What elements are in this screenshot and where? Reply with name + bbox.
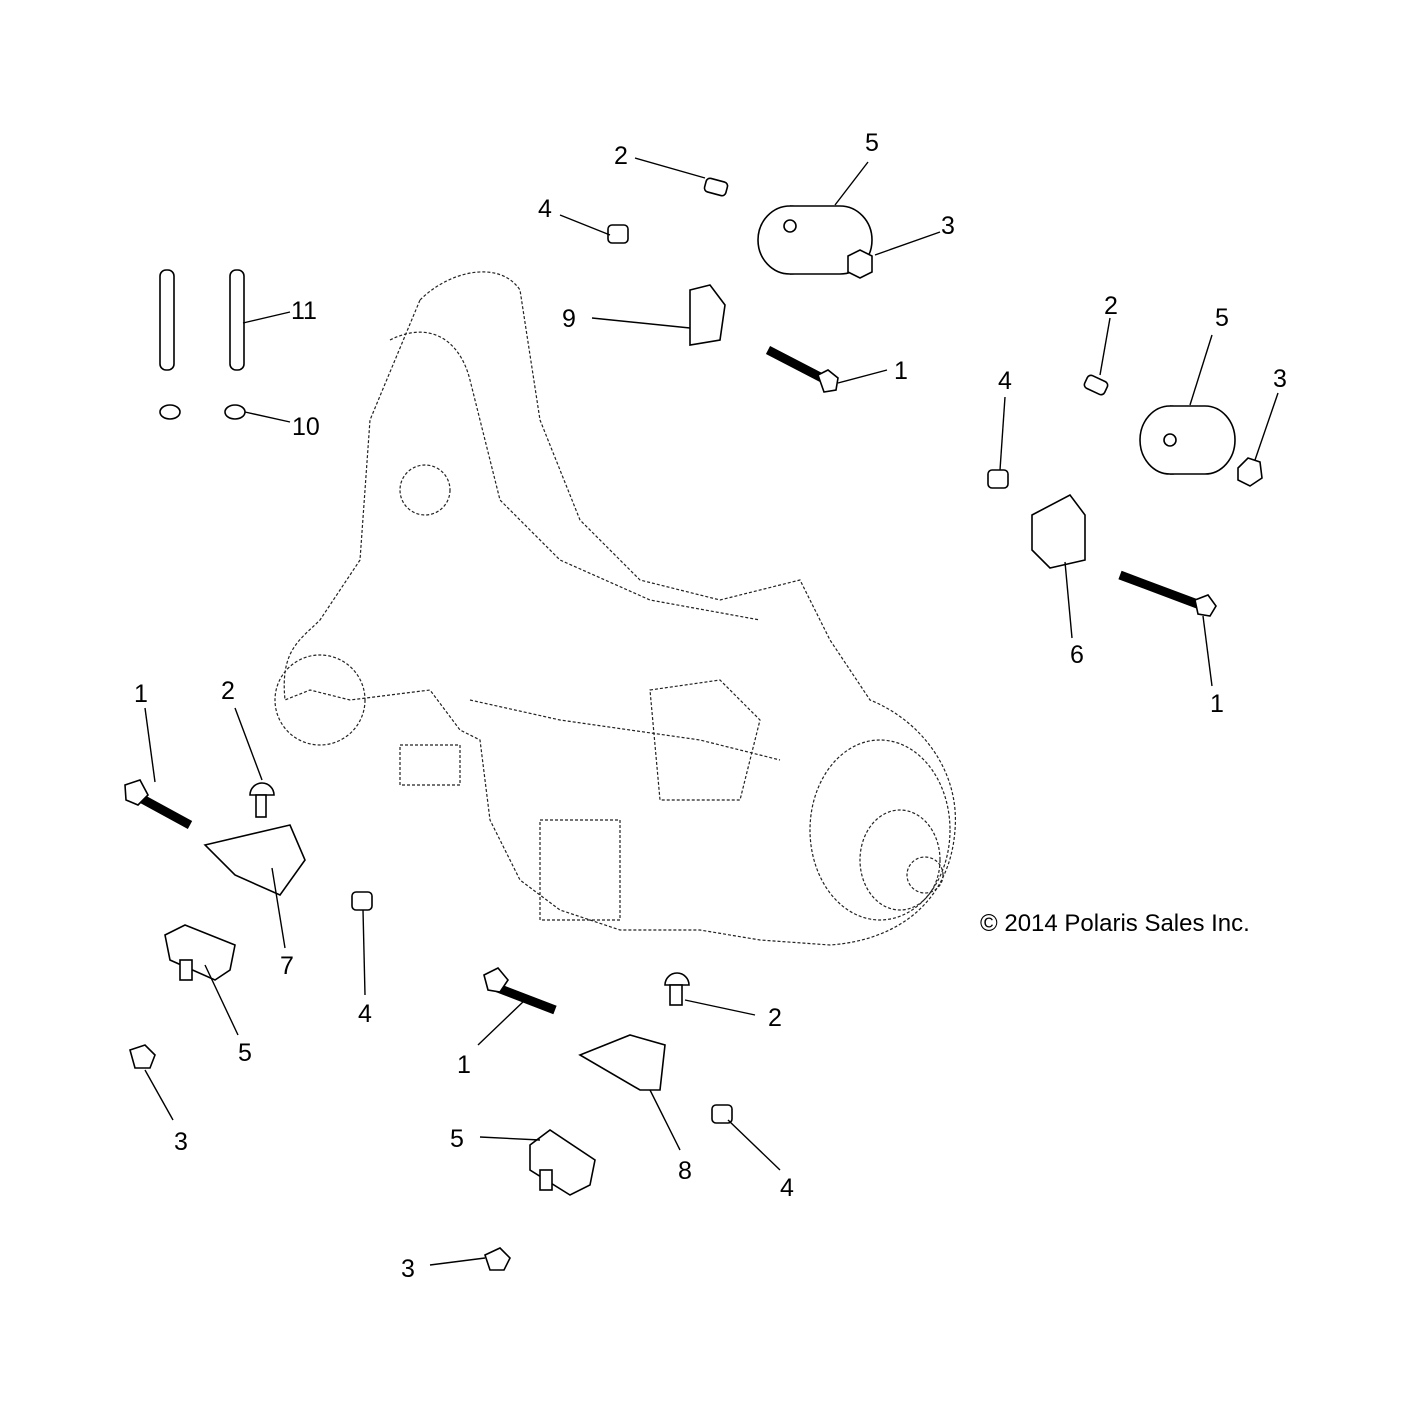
callout-label: 1 bbox=[457, 1051, 471, 1079]
copyright-text: © 2014 Polaris Sales Inc. bbox=[980, 910, 1250, 937]
callout-label: 8 bbox=[678, 1157, 692, 1185]
callout-label: 10 bbox=[292, 413, 320, 441]
callout-label: 11 bbox=[291, 297, 317, 325]
callout-label: 4 bbox=[358, 1000, 372, 1028]
part-1-top bbox=[817, 369, 839, 393]
callout-label: 7 bbox=[280, 952, 294, 980]
callout-label: 4 bbox=[998, 367, 1012, 395]
part-10-clip-a bbox=[159, 404, 181, 420]
callout-label: 5 bbox=[238, 1039, 252, 1067]
part-11-pin-a bbox=[159, 269, 175, 371]
callout-label: 6 bbox=[1070, 641, 1084, 669]
callout-label: 5 bbox=[1215, 304, 1229, 332]
part-4-top bbox=[607, 224, 629, 244]
callout-label: 3 bbox=[941, 212, 955, 240]
part-3-top bbox=[847, 249, 873, 279]
callout-label: 3 bbox=[401, 1255, 415, 1283]
part-9-bracket bbox=[689, 284, 726, 346]
part-5-lower-left bbox=[164, 924, 236, 981]
part-10-clip-b bbox=[224, 404, 246, 420]
callout-label: 4 bbox=[780, 1174, 794, 1202]
part-shapes bbox=[124, 177, 1263, 1271]
callout-label: 3 bbox=[1273, 365, 1287, 393]
callout-label: 2 bbox=[1104, 292, 1118, 320]
callout-label: 2 bbox=[614, 142, 628, 170]
callout-label: 1 bbox=[1210, 690, 1224, 718]
callout-label: 3 bbox=[174, 1128, 188, 1156]
callout-label: 5 bbox=[450, 1125, 464, 1153]
part-8-bracket bbox=[578, 1034, 666, 1091]
callout-label: 2 bbox=[768, 1004, 782, 1032]
callout-label: 1 bbox=[134, 680, 148, 708]
part-6-bracket bbox=[1031, 493, 1086, 569]
callout-labels: 2 5 4 3 11 9 1 10 2 5 3 4 6 1 1 2 7 4 5 … bbox=[134, 129, 1287, 1283]
callout-label: 9 bbox=[562, 305, 576, 333]
part-2-top bbox=[703, 177, 729, 197]
leader-lines bbox=[144, 157, 1279, 1266]
transmission-assembly bbox=[274, 271, 956, 946]
part-7-bracket bbox=[203, 824, 306, 896]
callout-label: 5 bbox=[865, 129, 879, 157]
part-11-pin-b bbox=[229, 269, 245, 371]
callout-label: 4 bbox=[538, 195, 552, 223]
callout-label: 2 bbox=[221, 677, 235, 705]
callout-label: 1 bbox=[894, 357, 908, 385]
